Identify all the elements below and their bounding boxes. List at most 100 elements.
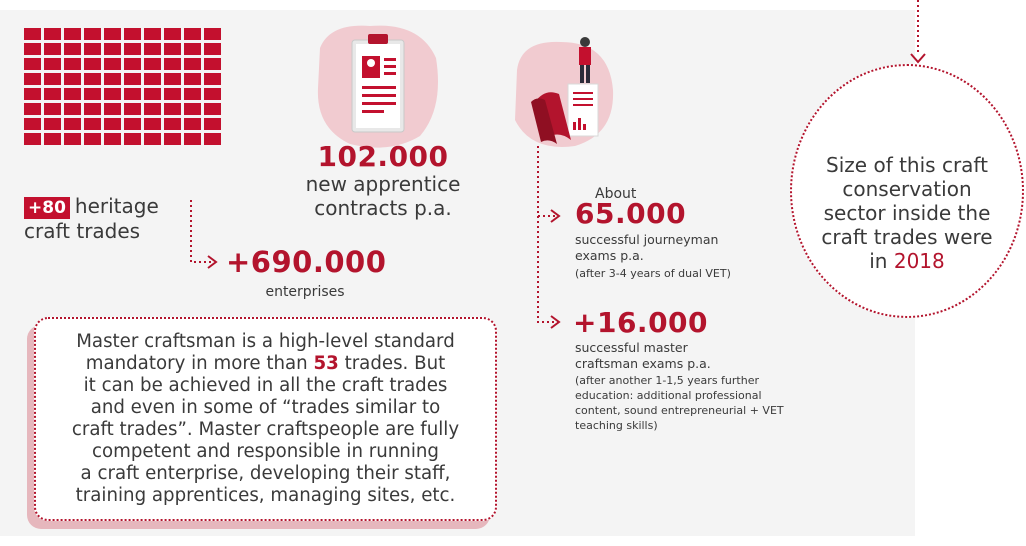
heritage-square	[44, 73, 61, 85]
heritage-square	[44, 88, 61, 100]
master-line-2: mandatory in more than 53 trades. But	[85, 353, 446, 374]
heritage-square	[104, 28, 121, 40]
circle-line-3: sector inside the	[823, 201, 991, 225]
heritage-square	[144, 118, 161, 130]
heritage-square	[164, 133, 181, 145]
heritage-square	[124, 58, 141, 70]
heritage-square	[204, 88, 221, 100]
heritage-square	[144, 133, 161, 145]
circle-line-4: craft trades were	[821, 225, 993, 249]
heritage-square	[204, 58, 221, 70]
circle-line-1: Size of this craft	[826, 153, 988, 177]
heritage-square	[124, 103, 141, 115]
master-exams-line-2: craftsman exams p.a.	[575, 356, 711, 371]
heritage-square	[44, 118, 61, 130]
heritage-square	[24, 73, 41, 85]
heritage-square	[84, 118, 101, 130]
heritage-square	[204, 118, 221, 130]
heritage-square	[64, 43, 81, 55]
apprentice-line-2: contracts p.a.	[314, 196, 452, 220]
heritage-square	[124, 118, 141, 130]
heritage-square	[64, 88, 81, 100]
master-line-6: competent and responsible in running	[92, 441, 439, 462]
circle-line-2: conservation	[842, 177, 972, 201]
heritage-square	[44, 133, 61, 145]
master-exams-desc: successful master craftsman exams p.a. (…	[575, 340, 784, 433]
heritage-square	[64, 28, 81, 40]
heritage-square	[84, 73, 101, 85]
journeyman-desc: successful journeyman exams p.a. (after …	[575, 232, 731, 281]
master-line-8: training apprentices, managing sites, et…	[75, 485, 456, 506]
heritage-square	[24, 28, 41, 40]
heritage-square	[164, 58, 181, 70]
apprentice-block: 102.000 new apprentice contracts p.a.	[270, 140, 496, 221]
heritage-square	[24, 118, 41, 130]
heritage-square	[184, 118, 201, 130]
heritage-square	[104, 103, 121, 115]
master-exams-number: +16.000	[573, 306, 709, 339]
heritage-square	[104, 73, 121, 85]
enterprises-label: enterprises	[265, 284, 345, 300]
heritage-square	[24, 88, 41, 100]
heritage-square	[44, 58, 61, 70]
master-exams-note-3: content, sound entrepreneurial + VET	[575, 404, 784, 417]
heritage-square	[104, 58, 121, 70]
heritage-square	[184, 43, 201, 55]
master-exams-line-1: successful master	[575, 340, 688, 355]
heritage-square	[64, 118, 81, 130]
heritage-square	[84, 58, 101, 70]
heritage-square	[144, 43, 161, 55]
master-exams-note-4: teaching skills)	[575, 419, 658, 432]
master-line-7: a craft enterprise, developing their sta…	[80, 463, 451, 484]
heritage-square	[184, 103, 201, 115]
heritage-square	[104, 133, 121, 145]
heritage-square	[104, 88, 121, 100]
heritage-square	[164, 73, 181, 85]
heritage-square	[44, 28, 61, 40]
heritage-square	[144, 103, 161, 115]
heritage-square	[64, 73, 81, 85]
heritage-square	[164, 88, 181, 100]
heritage-square	[84, 28, 101, 40]
heritage-square	[104, 118, 121, 130]
master-exams-note-2: education: additional professional	[575, 389, 762, 402]
heritage-square	[84, 43, 101, 55]
heritage-square	[124, 88, 141, 100]
circle-year: 2018	[893, 249, 945, 273]
master-trades-count: 53	[313, 353, 339, 374]
heritage-square	[84, 103, 101, 115]
heritage-square	[124, 43, 141, 55]
enterprises-number: +690.000	[226, 245, 387, 279]
heritage-text-2: craft trades	[24, 219, 141, 243]
master-line-5: craft trades”. Master craftspeople are f…	[71, 419, 460, 440]
master-craftsman-text: Master craftsman is a high-level standar…	[36, 331, 495, 507]
heritage-square	[144, 58, 161, 70]
heritage-trades-grid	[24, 28, 221, 145]
heritage-square	[64, 133, 81, 145]
heritage-square	[144, 73, 161, 85]
dotted-arrow-icon	[537, 146, 558, 217]
heritage-count-badge: +80	[24, 197, 70, 219]
apprentice-contract-icon	[317, 25, 438, 148]
heritage-square	[164, 118, 181, 130]
heritage-square	[124, 28, 141, 40]
journeyman-about: About	[595, 186, 637, 202]
heritage-square	[164, 28, 181, 40]
heritage-square	[144, 28, 161, 40]
heritage-square	[24, 43, 41, 55]
heritage-square	[124, 73, 141, 85]
apprentice-number: 102.000	[317, 140, 449, 173]
heritage-square	[164, 43, 181, 55]
heritage-square	[184, 73, 201, 85]
heritage-square	[64, 103, 81, 115]
sector-size-text: Size of this craft conservation sector i…	[805, 153, 1009, 273]
heritage-square	[124, 133, 141, 145]
heritage-square	[64, 58, 81, 70]
heritage-text-1: heritage	[74, 194, 159, 218]
journeyman-line-1: successful journeyman	[575, 232, 719, 247]
heritage-square	[184, 58, 201, 70]
heritage-square	[104, 43, 121, 55]
heritage-square	[184, 88, 201, 100]
master-exams-note-1: (after another 1-1,5 years further	[575, 374, 759, 387]
